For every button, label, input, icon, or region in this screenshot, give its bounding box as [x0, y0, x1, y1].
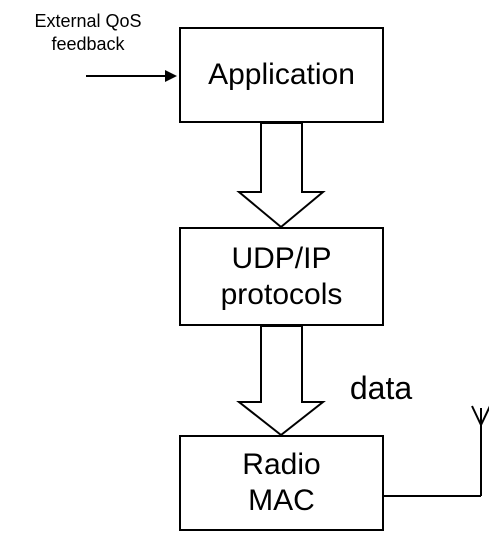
- data-label: data: [349, 370, 413, 406]
- udp-ip-protocols-block: UDP/IP protocols: [179, 227, 384, 326]
- udp-to-radio-arrow: [236, 325, 326, 437]
- radio-mac-label: Radio MAC: [242, 447, 320, 519]
- antenna-right-prong: [480, 405, 489, 426]
- application-block: Application: [179, 27, 384, 123]
- application-to-udp-arrow: [236, 122, 326, 229]
- udp-ip-line: UDP/IP: [231, 241, 332, 275]
- feedback-line: feedback: [51, 33, 125, 54]
- mac-line: MAC: [248, 484, 315, 517]
- feedback-arrow-head: [165, 70, 177, 82]
- external-qos-feedback-label: External QoS feedback: [10, 10, 166, 55]
- protocols-line: protocols: [220, 277, 343, 311]
- antenna-left-prong: [471, 405, 482, 426]
- application-label: Application: [208, 58, 355, 91]
- udp-ip-protocols-label: UDP/IP protocols: [221, 241, 343, 313]
- radio-line: Radio: [242, 448, 321, 481]
- radio-mac-block: Radio MAC: [179, 435, 384, 531]
- external-qos-line: External QoS: [34, 11, 142, 31]
